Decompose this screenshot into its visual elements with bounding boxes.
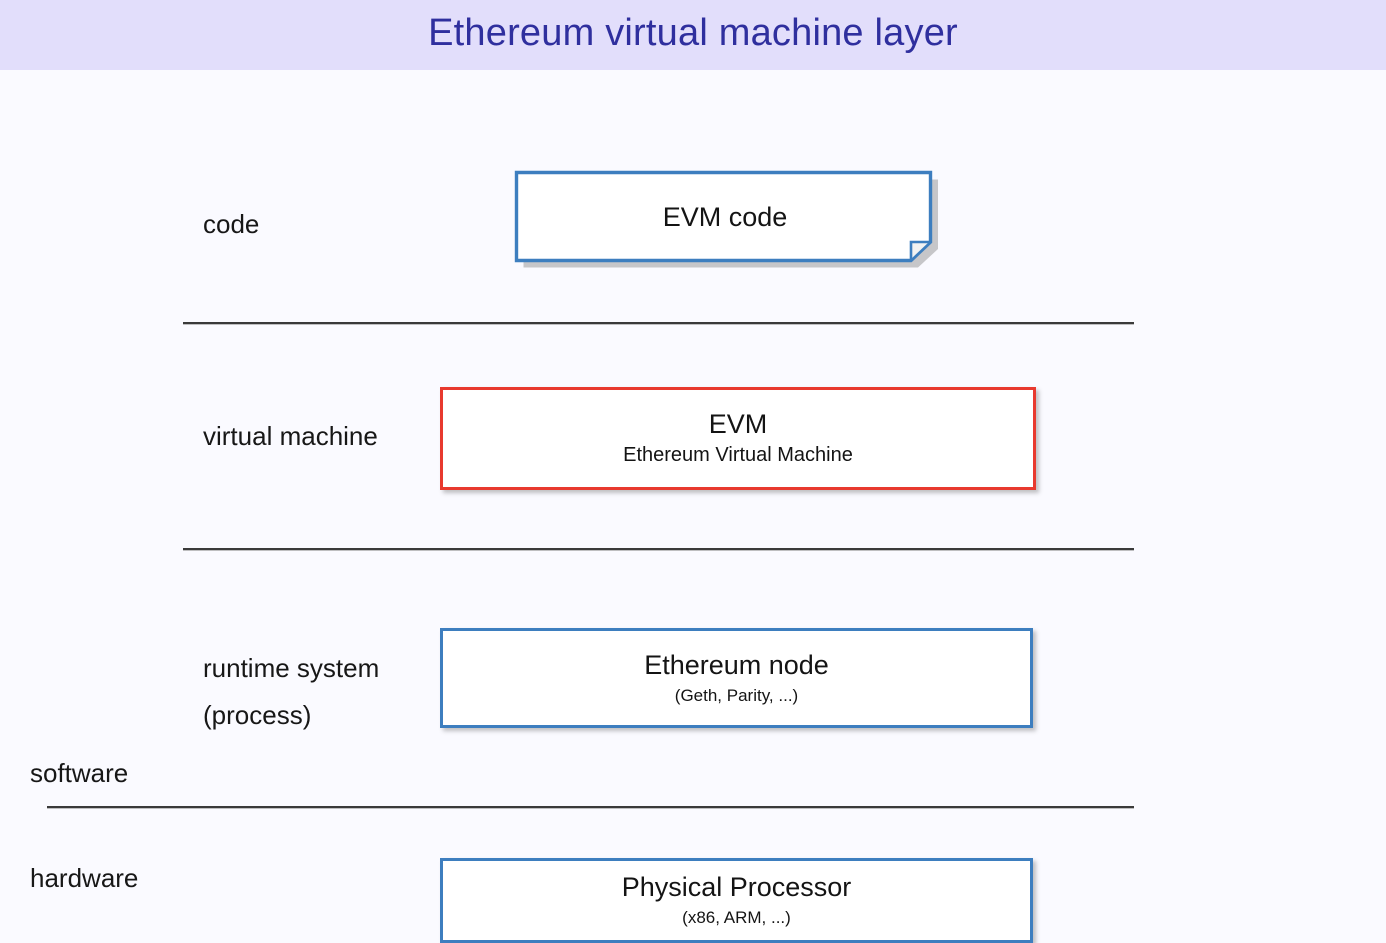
box-evm-sublabel: Ethereum Virtual Machine [623,444,853,467]
row-label-code: code [203,209,260,239]
box-ethereum-node-label: Ethereum node [644,649,829,680]
title-band [0,0,1386,70]
row-label-runtime-system-line2: (process) [203,700,312,730]
document-dogear-icon [514,170,938,268]
divider-code-vm [183,322,1134,324]
divider-software-hardware [47,806,1134,808]
box-evm-code: EVM code [514,170,938,268]
row-label-hardware: hardware [30,863,139,893]
row-label-virtual-machine: virtual machine [203,421,378,451]
box-ethereum-node-sublabel: (Geth, Parity, ...) [674,685,799,705]
box-physical-processor: Physical Processor (x86, ARM, ...) [440,858,1033,943]
page-title: Ethereum virtual machine layer [428,12,958,54]
box-ethereum-node: Ethereum node (Geth, Parity, ...) [440,628,1033,728]
row-label-software: software [30,758,129,788]
box-evm-label: EVM [708,408,768,439]
box-physical-processor-label: Physical Processor [621,872,852,903]
box-evm: EVM Ethereum Virtual Machine [440,387,1036,490]
box-physical-processor-sublabel: (x86, ARM, ...) [682,908,791,928]
row-label-runtime-system: runtime system (process) [203,645,379,739]
row-label-runtime-system-line1: runtime system [203,653,380,683]
box-evm-code-label: EVM code [662,201,788,232]
divider-vm-runtime [183,548,1134,550]
